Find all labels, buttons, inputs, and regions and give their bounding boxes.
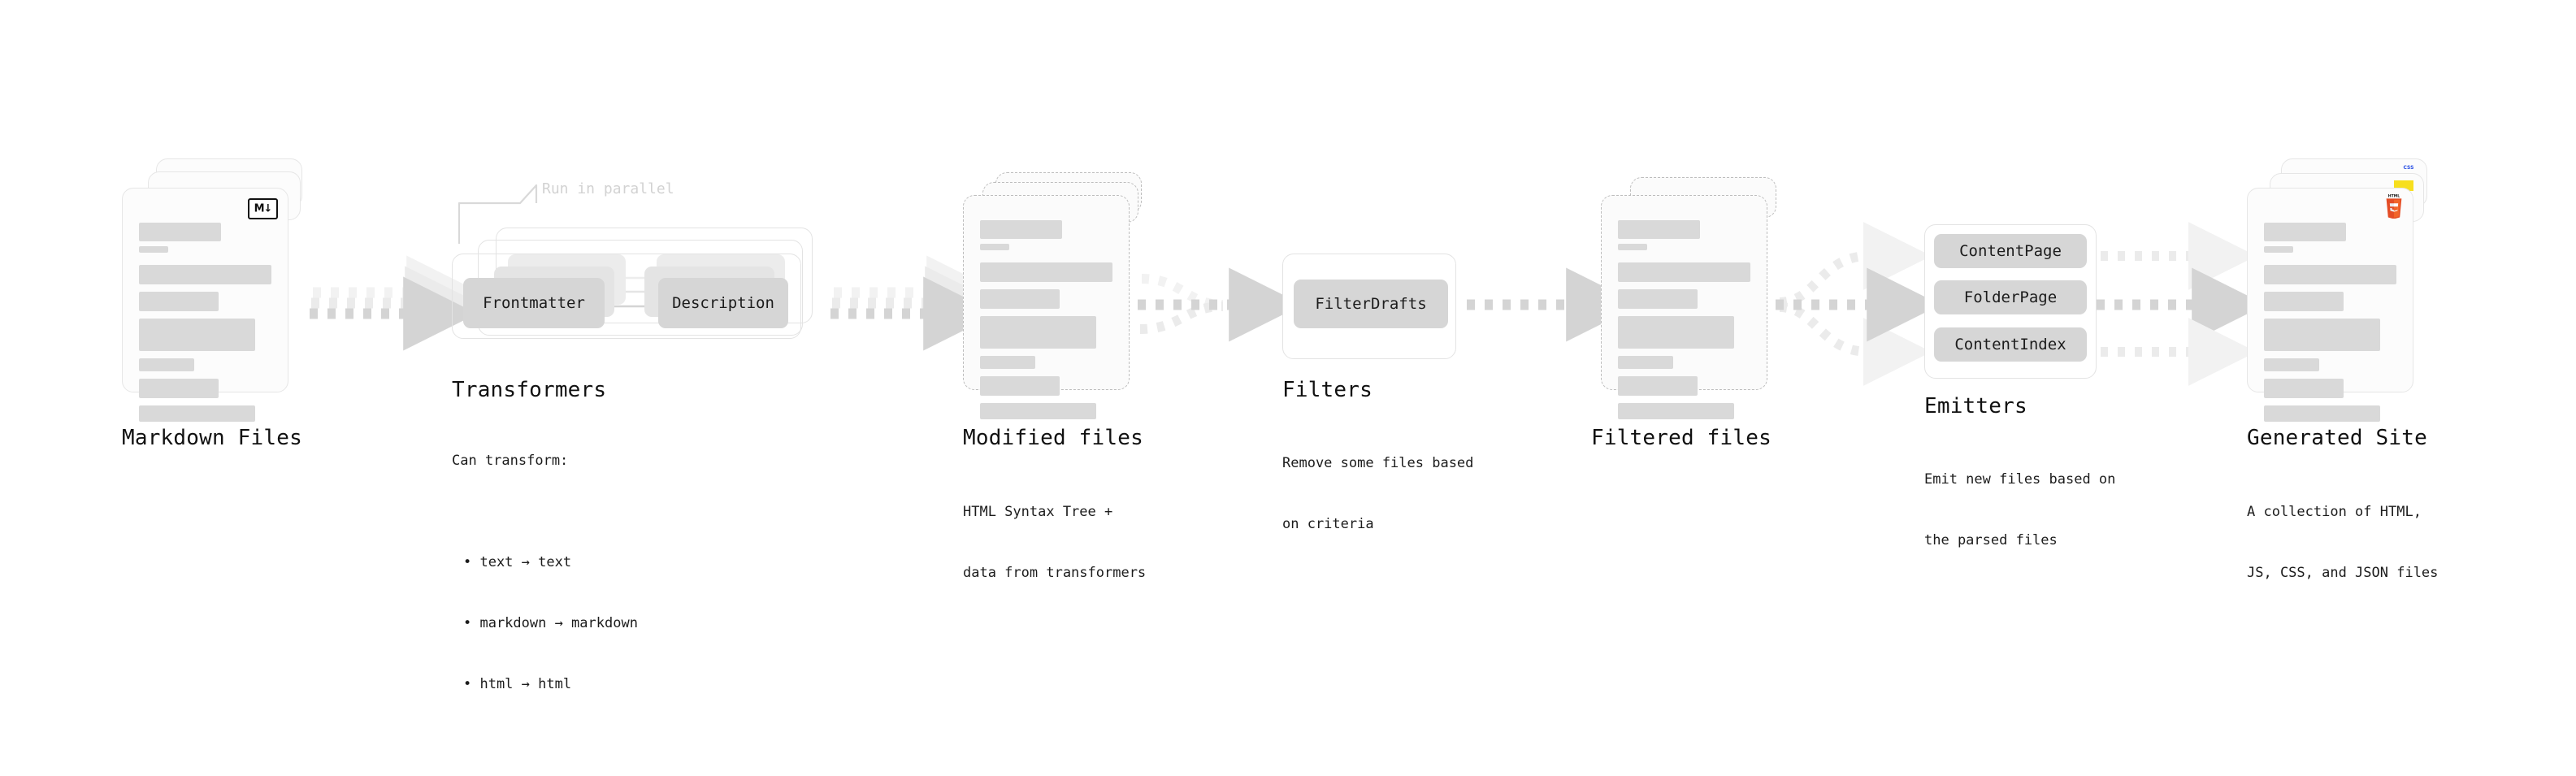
skeleton-row (1618, 316, 1735, 349)
arrow-markdown-to-transformers (310, 255, 481, 351)
skeleton-title (2264, 223, 2347, 241)
emitters-chip-contentpage[interactable]: ContentPage (1934, 234, 2087, 268)
filtered-skeleton (1618, 220, 1750, 419)
filtered-card-front (1601, 195, 1767, 419)
emitters-description: Emit new files based on the parsed files (1924, 429, 2115, 592)
markdown-badge-text: M↓ (254, 202, 273, 215)
modified-files-stack (963, 172, 1150, 419)
transformer-chip-description[interactable]: Description (658, 278, 788, 328)
arrow-emitters-to-generated (2097, 222, 2266, 386)
run-in-parallel-annotation: Run in parallel (542, 180, 674, 197)
transformers-desc-item: • html → html (463, 676, 572, 692)
skeleton-row (1618, 376, 1698, 396)
transformers-title: Transformers (452, 378, 607, 402)
pipeline-diagram: M↓ Markdown Files Frontmatter Descriptio… (122, 158, 2450, 692)
html5-icon: HTML (2383, 193, 2405, 219)
transformers-description: Can transform: • text → text • markdown … (452, 410, 638, 776)
skeleton-subtitle (1618, 244, 1647, 250)
transformers-desc-item: • markdown → markdown (463, 615, 638, 631)
skeleton-row (980, 403, 1097, 419)
skeleton-row (1618, 262, 1750, 282)
generated-site-description: A collection of HTML, JS, CSS, and JSON … (2247, 462, 2438, 624)
markdown-files-title: Markdown Files (122, 426, 302, 450)
modified-skeleton (980, 220, 1112, 419)
skeleton-row (2264, 319, 2381, 351)
skeleton-row (2264, 292, 2344, 311)
emitters-title: Emitters (1924, 394, 2027, 418)
filtered-files-title: Filtered files (1591, 426, 1772, 450)
skeleton-row (1618, 289, 1698, 309)
transformers-desc-list: • text → text • markdown → markdown • ht… (452, 512, 638, 735)
arrow-modified-to-filters (1138, 267, 1303, 342)
skeleton-row (1618, 356, 1674, 369)
modified-desc-line: HTML Syntax Tree + (963, 504, 1113, 520)
emitters-desc-line: Emit new files based on (1924, 471, 2116, 488)
skeleton-row (2264, 358, 2320, 371)
modified-desc-line: data from transformers (963, 565, 1147, 581)
markdown-card-front: M↓ (122, 188, 288, 422)
transformer-chip-frontmatter[interactable]: Frontmatter (463, 278, 605, 328)
transformers-group (452, 254, 801, 339)
filters-title: Filters (1282, 378, 1373, 402)
transformers-desc-heading: Can transform: (452, 453, 569, 469)
skeleton-row (980, 289, 1060, 309)
filters-desc-line: Remove some files based (1282, 455, 1474, 471)
skeleton-row (139, 292, 219, 311)
skeleton-row (980, 376, 1060, 396)
generated-card-front: HTML (2247, 188, 2413, 422)
filters-desc-line: on criteria (1282, 516, 1374, 532)
emitters-chip-contentindex[interactable]: ContentIndex (1934, 327, 2087, 362)
skeleton-row (139, 405, 256, 422)
svg-text:HTML: HTML (2388, 194, 2400, 198)
generated-skeleton (2264, 223, 2396, 422)
skeleton-row (2264, 379, 2344, 398)
generated-desc-line: A collection of HTML, (2247, 504, 2422, 520)
arrow-transformers-to-modified (830, 255, 1001, 351)
skeleton-row (139, 265, 271, 284)
emitters-chip-folderpage[interactable]: FolderPage (1934, 280, 2087, 314)
generated-site-title: Generated Site (2247, 426, 2427, 450)
skeleton-subtitle (2264, 246, 2293, 253)
skeleton-row (980, 316, 1097, 349)
skeleton-row (139, 319, 256, 351)
transformers-desc-item: • text → text (463, 554, 572, 570)
skeleton-row (980, 262, 1112, 282)
modified-files-title: Modified files (963, 426, 1143, 450)
arrow-filtered-to-emitters (1776, 222, 1941, 386)
skeleton-subtitle (980, 244, 1009, 250)
skeleton-row (139, 358, 195, 371)
skeleton-row (139, 379, 219, 398)
skeleton-row (2264, 265, 2396, 284)
markdown-skeleton (139, 223, 271, 422)
skeleton-row (980, 356, 1036, 369)
skeleton-title (980, 220, 1063, 239)
modified-card-front (963, 195, 1130, 419)
skeleton-title (139, 223, 222, 241)
markdown-files-stack: M↓ (122, 158, 317, 422)
markdown-badge: M↓ (248, 198, 278, 219)
filters-description: Remove some files based on criteria (1282, 413, 1473, 575)
skeleton-title (1618, 220, 1701, 239)
emitters-desc-line: the parsed files (1924, 532, 2058, 548)
filters-chip-filterdrafts[interactable]: FilterDrafts (1294, 280, 1448, 328)
generated-site-stack: CSS HTML (2247, 158, 2450, 422)
skeleton-row (2264, 405, 2381, 422)
skeleton-subtitle (139, 246, 168, 253)
modified-files-description: HTML Syntax Tree + data from transformer… (963, 462, 1146, 624)
generated-desc-line: JS, CSS, and JSON files (2247, 565, 2439, 581)
skeleton-row (1618, 403, 1735, 419)
filtered-files-stack (1601, 172, 1788, 419)
css-badge-text: CSS (2403, 165, 2414, 171)
